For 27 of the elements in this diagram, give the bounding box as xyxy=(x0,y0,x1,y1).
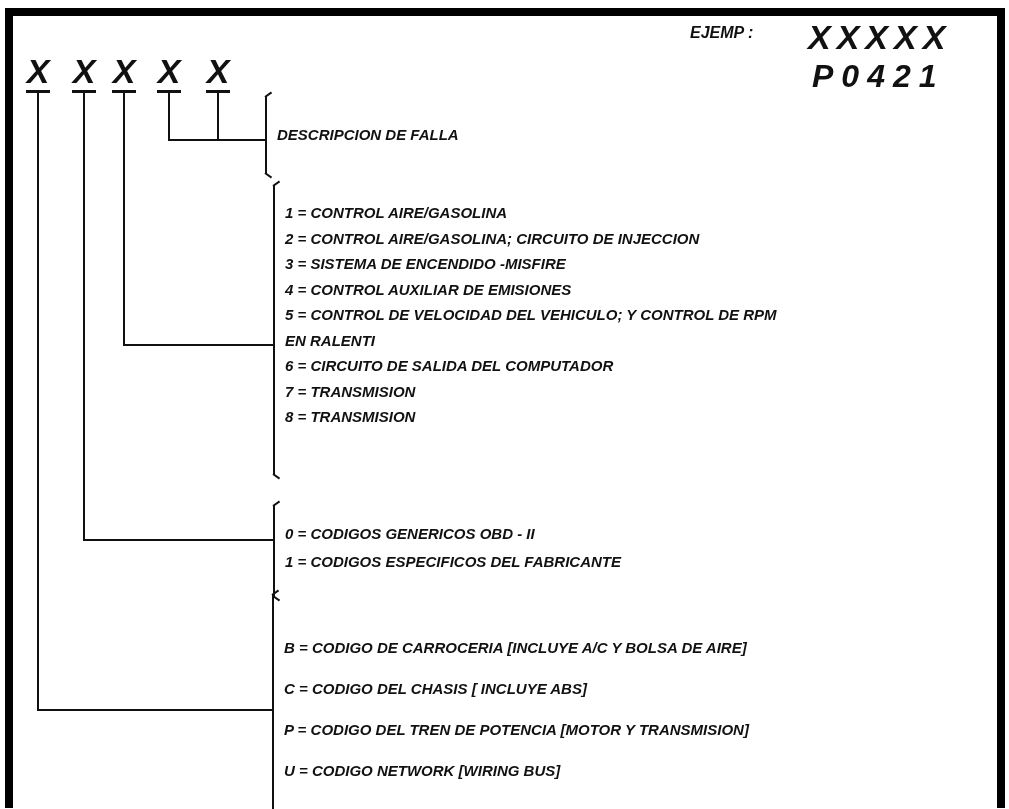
code-digit: X xyxy=(206,54,230,93)
code-description: 0 = CODIGOS GENERICOS OBD - II xyxy=(285,524,536,544)
code-digit: X xyxy=(112,54,136,93)
code-description: C = CODIGO DEL CHASIS [ INCLUYE ABS] xyxy=(284,679,589,699)
code-description: 4 = CONTROL AUXILIAR DE EMISIONES xyxy=(285,279,573,300)
code-description: 1 = CONTROL AIRE/GASOLINA xyxy=(285,203,509,223)
code-digit: X xyxy=(72,54,96,93)
code-description: 1 = CODIGOS ESPECIFICOS DEL FABRICANTE xyxy=(285,552,623,572)
connector-line xyxy=(83,92,274,541)
code-description: 2 = CONTROL AIRE/GASOLINA; CIRCUITO DE INJECCION xyxy=(285,228,701,249)
connector-line xyxy=(217,92,266,141)
code-description: 7 = TRANSMISION xyxy=(285,381,417,402)
connector-line xyxy=(123,92,274,346)
example-code: XXXXX xyxy=(808,18,952,57)
code-digit: X xyxy=(26,54,50,93)
code-digit: X xyxy=(157,54,181,93)
code-description: B = CODIGO DE CARROCERIA [INCLUYE A/C Y BOLSA DE AIRE] xyxy=(284,638,748,658)
code-description: 5 = CONTROL DE VELOCIDAD DEL VEHICULO; Y CONTROL DE RPM EN RALENTI xyxy=(285,305,778,351)
code-description: 8 = TRANSMISION xyxy=(285,407,417,427)
code-description: 6 = CIRCUITO DE SALIDA DEL COMPUTADOR xyxy=(285,356,615,376)
code-description: U = CODIGO NETWORK [WIRING BUS] xyxy=(284,761,562,781)
code-description: P = CODIGO DEL TREN DE POTENCIA [MOTOR Y TRANSMISION] xyxy=(284,720,751,740)
code-description: DESCRIPCION DE FALLA xyxy=(277,125,460,145)
code-description: 3 = SISTEMA DE ENCENDIDO -MISFIRE xyxy=(285,254,567,274)
example-label: EJEMP : xyxy=(690,24,754,42)
example-code: P0421 xyxy=(812,58,945,95)
connector-line xyxy=(37,92,273,711)
